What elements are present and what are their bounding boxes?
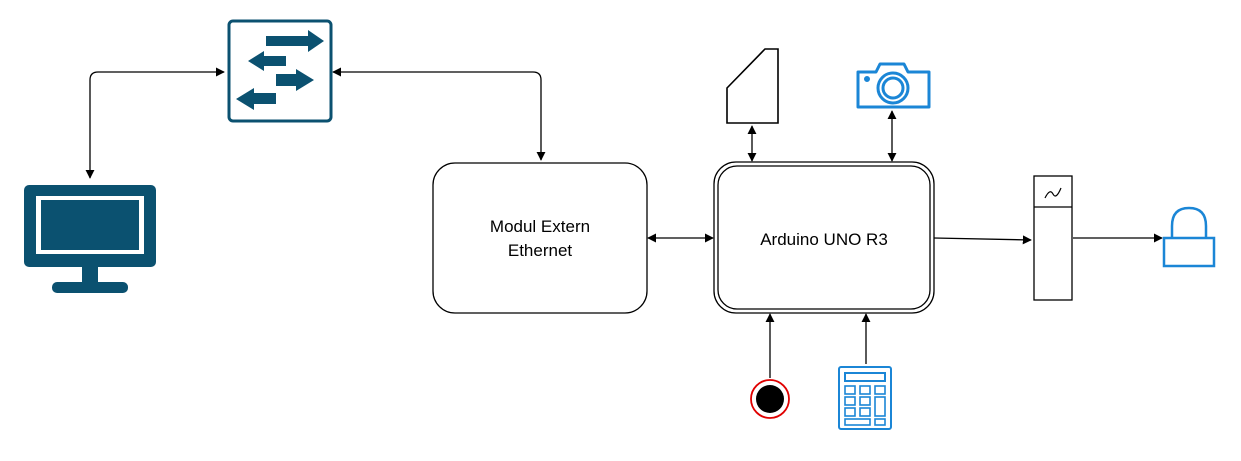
monitor-icon [24,185,156,293]
connector-switch-ethernet [332,67,546,161]
connector-computer-switch [85,67,225,179]
arduino-label: Arduino UNO R3 [760,230,888,249]
connectors [85,67,1163,378]
lock-icon [1162,206,1216,268]
ethernet-module-box: Modul Extern Ethernet [432,162,648,314]
connector-arduino-relay [933,235,1032,245]
keypad-icon [838,366,892,430]
arduino-box: Arduino UNO R3 [713,161,935,314]
ethernet-module-label-line2: Ethernet [508,241,573,260]
relay-icon [1033,175,1073,301]
card-reader-icon [726,48,779,124]
network-switch-icon [227,19,333,123]
camera-icon [856,62,931,109]
ethernet-module-label-line1: Modul Extern [490,217,590,236]
push-button-icon [750,379,790,419]
